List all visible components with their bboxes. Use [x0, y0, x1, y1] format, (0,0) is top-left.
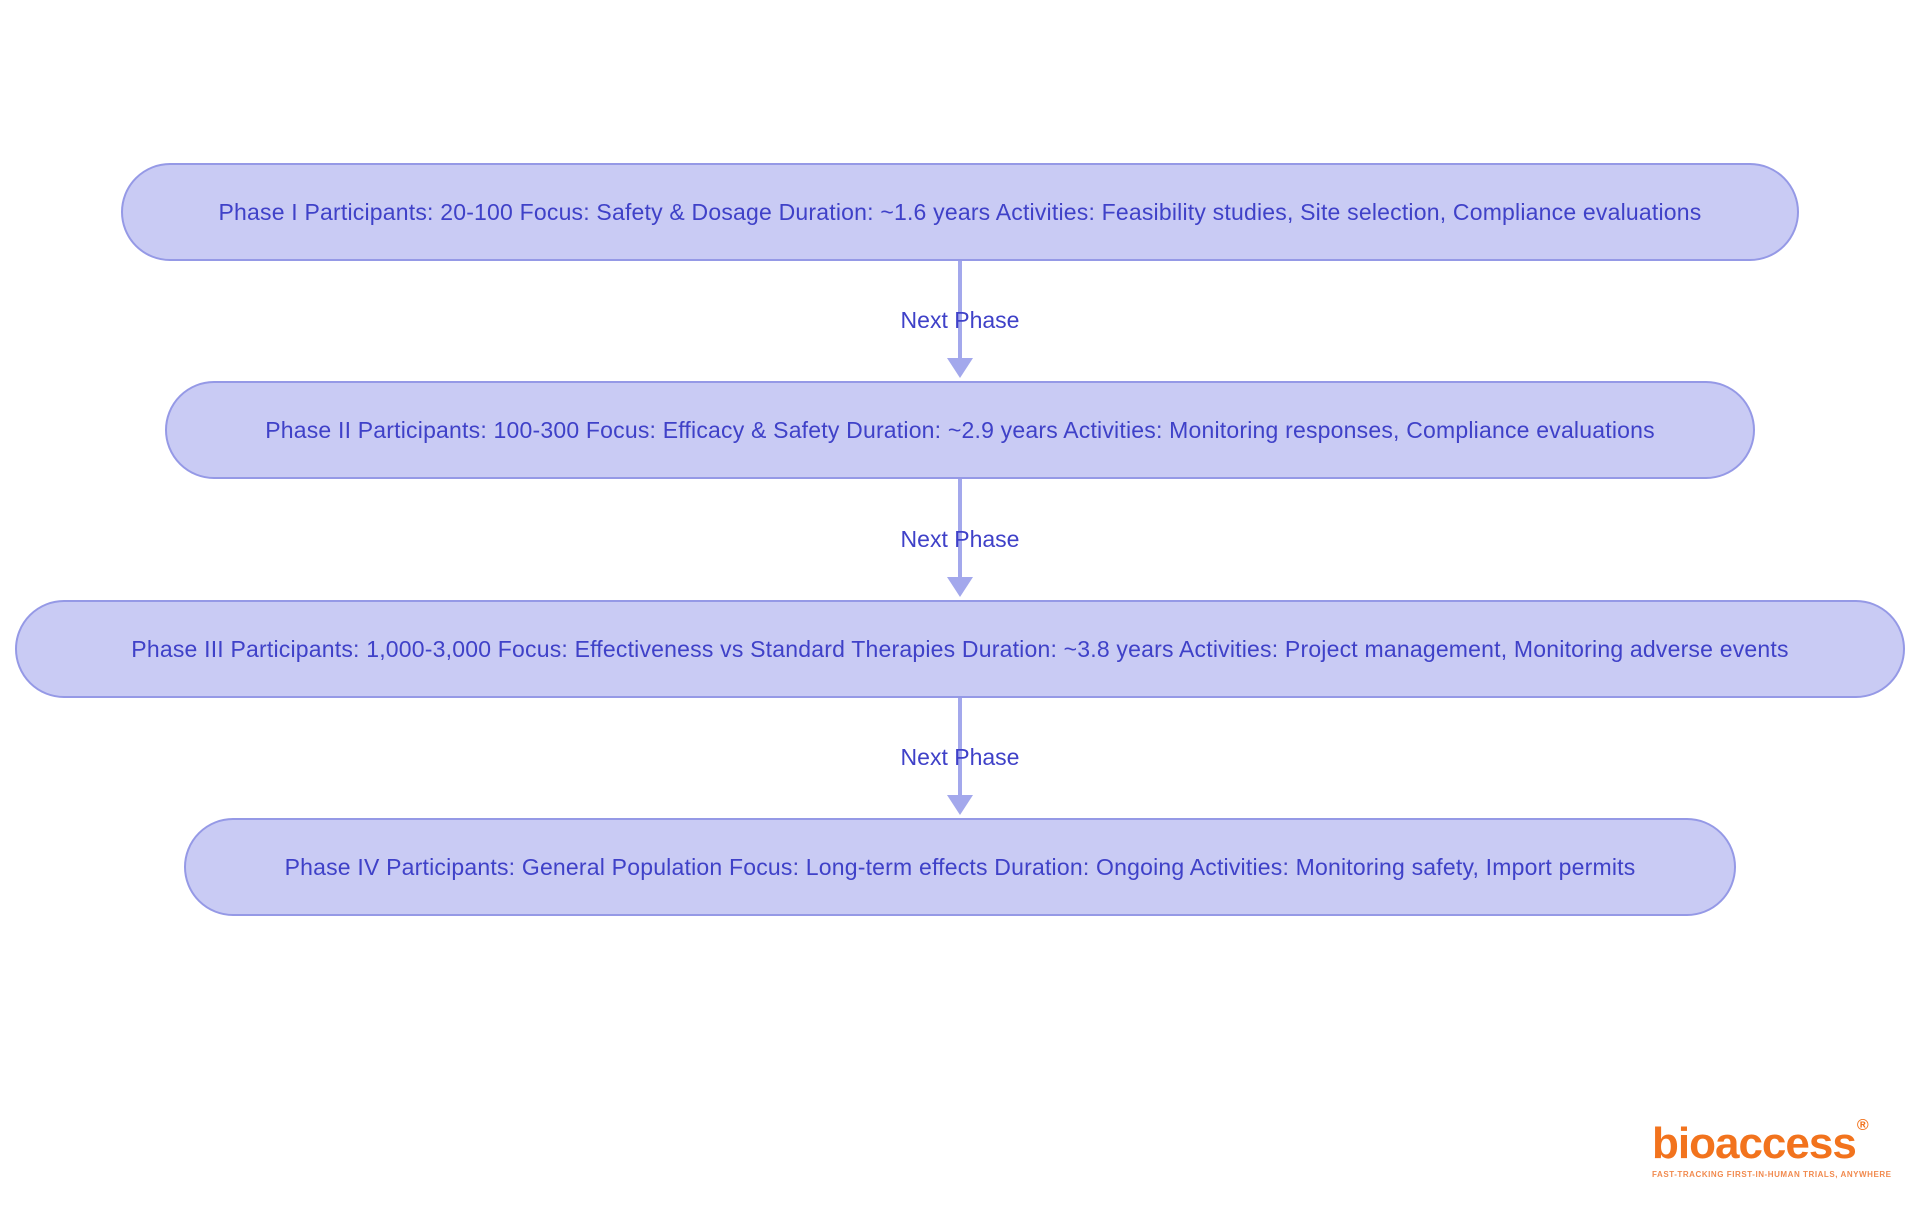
- logo-tagline: FAST-TRACKING FIRST-IN-HUMAN TRIALS, ANY…: [1652, 1170, 1892, 1179]
- phase-3-node: Phase III Participants: 1,000-3,000 Focu…: [15, 600, 1905, 698]
- phase-2-node: Phase II Participants: 100-300 Focus: Ef…: [165, 381, 1755, 479]
- phase-3-label: Phase III Participants: 1,000-3,000 Focu…: [131, 635, 1789, 662]
- phase-4-label: Phase IV Participants: General Populatio…: [284, 853, 1636, 880]
- connector-label: Next Phase: [900, 307, 1020, 333]
- bioaccess-logo: bioaccess® FAST-TRACKING FIRST-IN-HUMAN …: [1652, 1117, 1902, 1180]
- connector-line: [958, 261, 962, 359]
- arrow-down-icon: [947, 358, 973, 378]
- phase-1-node: Phase I Participants: 20-100 Focus: Safe…: [121, 163, 1799, 261]
- logo-wordmark: bioaccess®: [1652, 1117, 1869, 1168]
- connector-line: [958, 698, 962, 796]
- connector-label: Next Phase: [900, 526, 1020, 552]
- connector-line: [958, 479, 962, 578]
- phase-1-label: Phase I Participants: 20-100 Focus: Safe…: [218, 198, 1702, 225]
- arrow-down-icon: [947, 577, 973, 597]
- connector-label: Next Phase: [900, 744, 1020, 770]
- registered-trademark-icon: ®: [1856, 1117, 1869, 1134]
- phase-2-label: Phase II Participants: 100-300 Focus: Ef…: [265, 416, 1655, 443]
- arrow-down-icon: [947, 795, 973, 815]
- phase-4-node: Phase IV Participants: General Populatio…: [184, 818, 1736, 916]
